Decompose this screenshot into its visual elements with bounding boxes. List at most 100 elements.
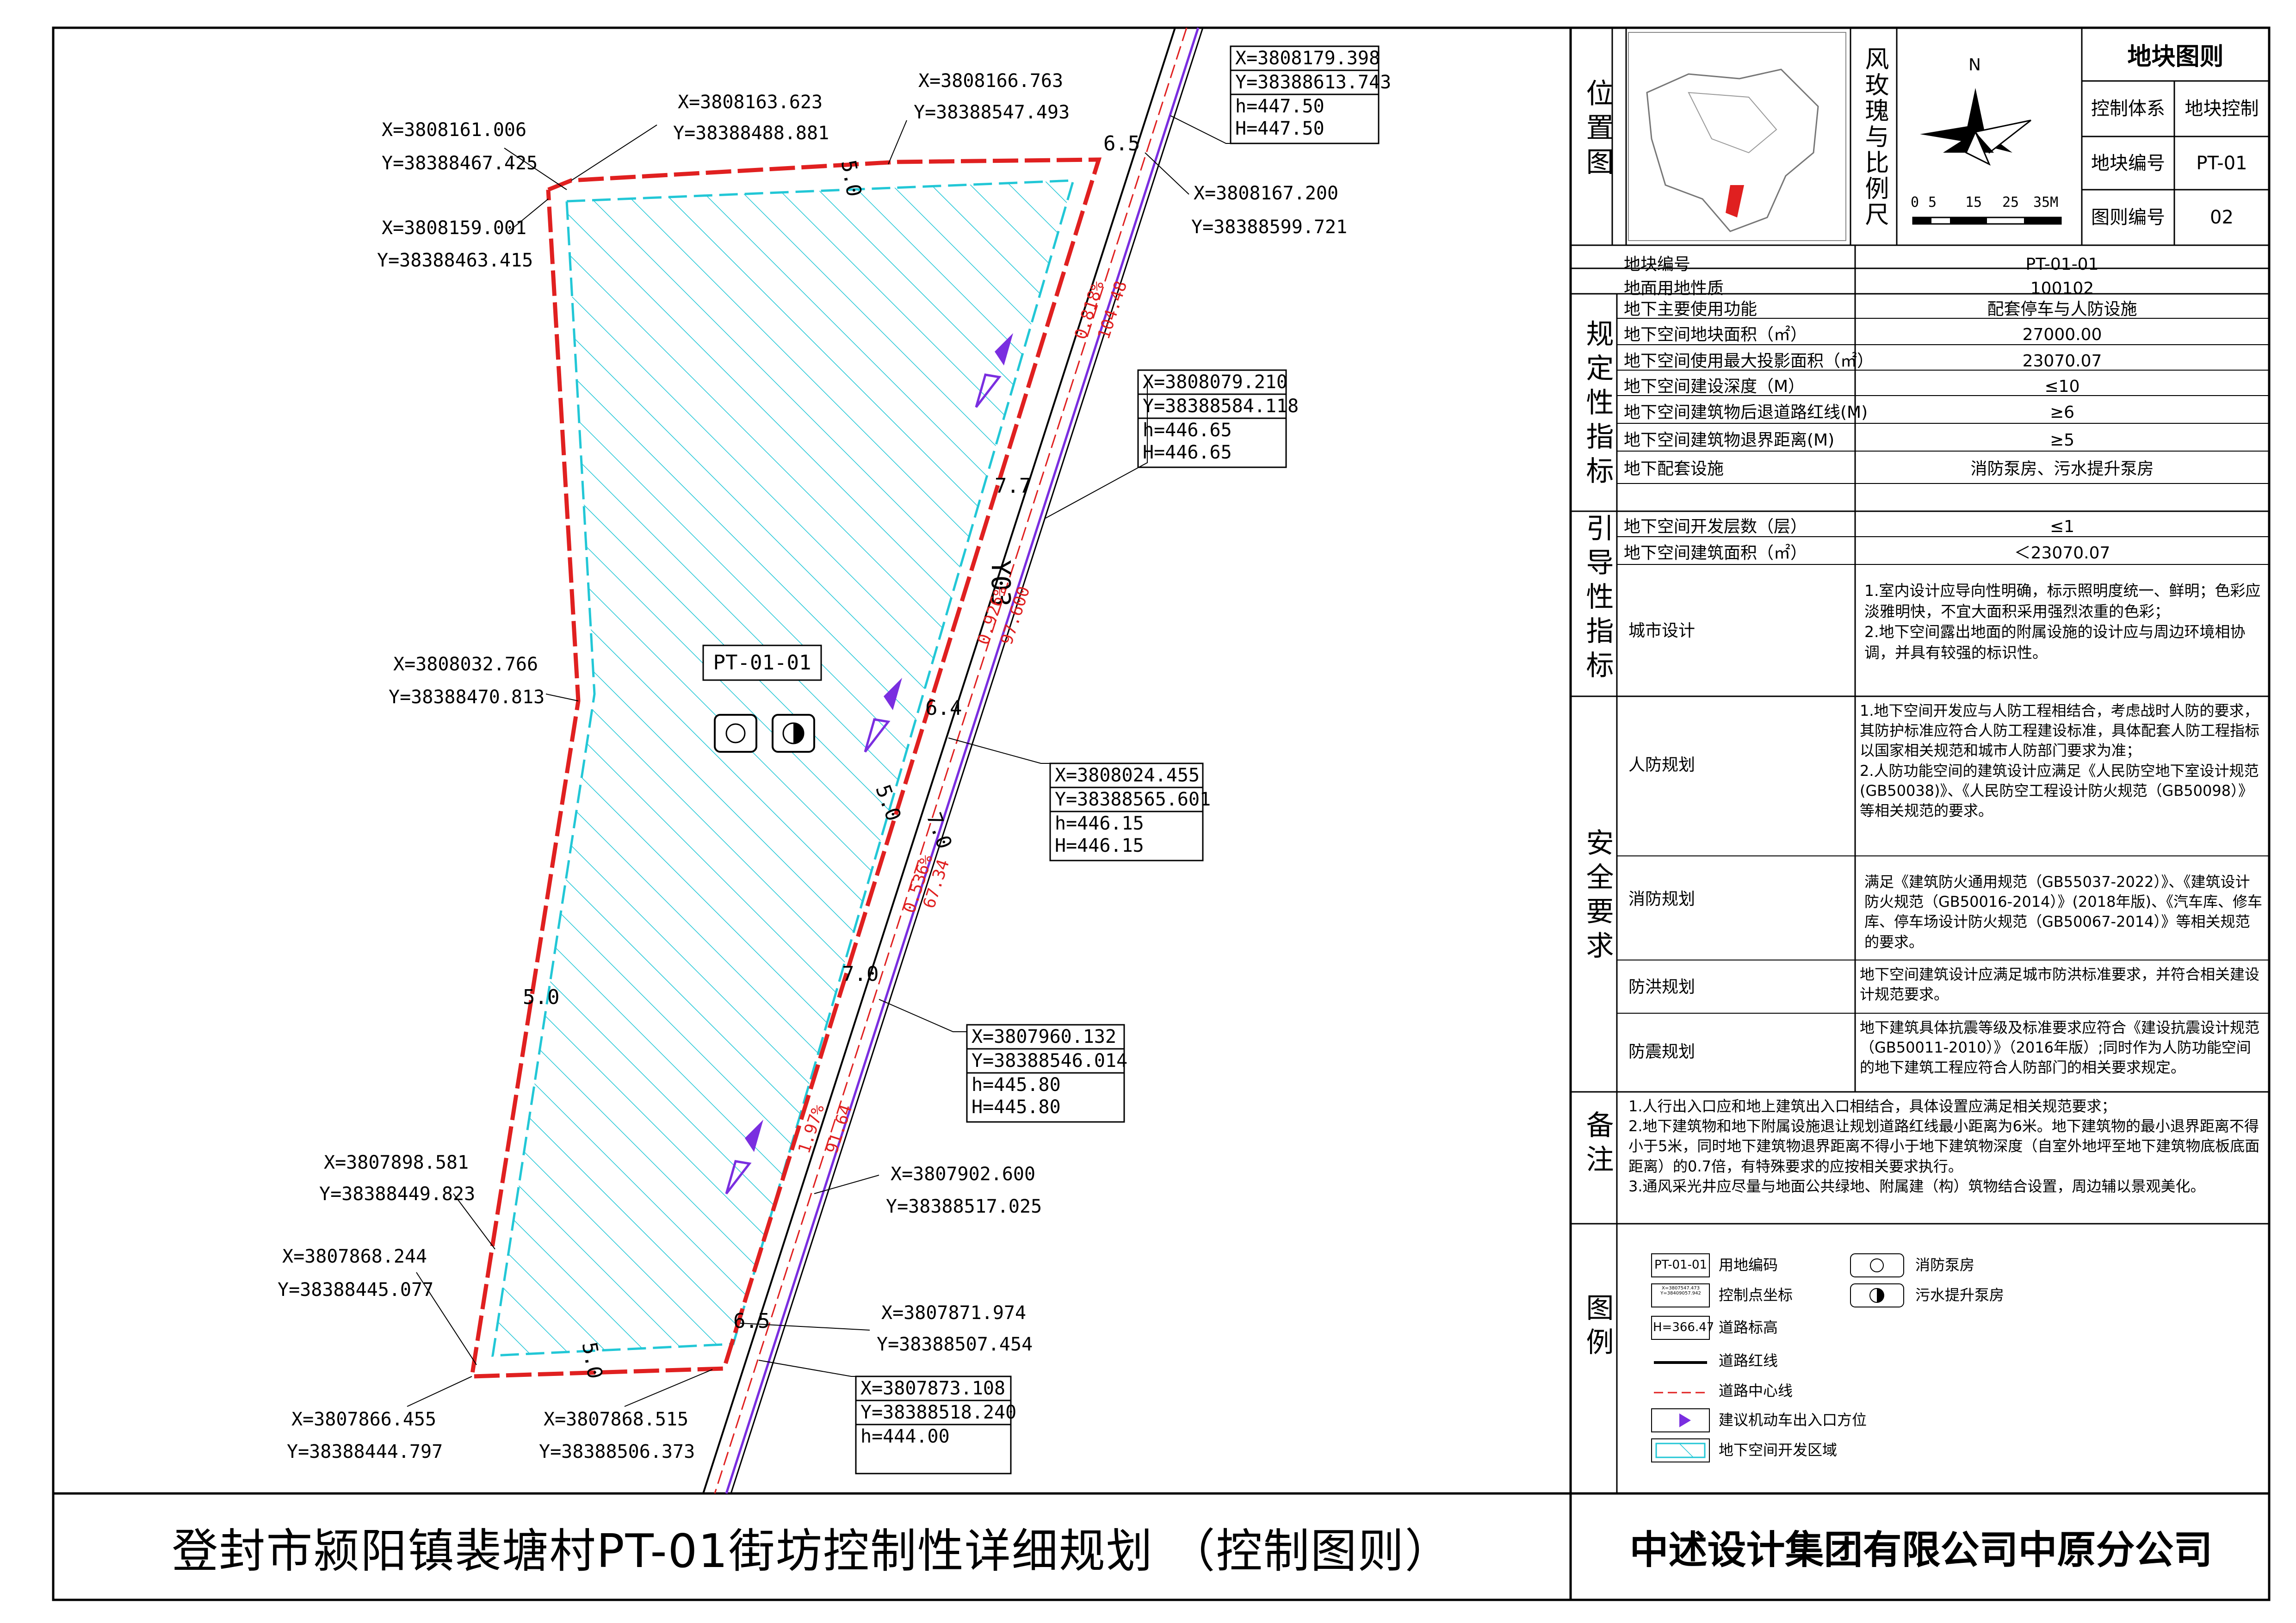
table-grid: [1571, 28, 2269, 1493]
scale-bar: [1912, 217, 2062, 225]
legend-text: 消防泵房: [1915, 1256, 1975, 1274]
safety-key: 防洪规划: [1628, 978, 1696, 997]
coord-x: X=3807898.581: [324, 1152, 469, 1173]
location-map: [1628, 32, 1846, 241]
safety-value: 地下空间建筑设计应满足城市防洪标准要求，并符合相关建设计规范要求。: [1860, 966, 2260, 1004]
safety-label: 安全要求: [1581, 828, 1614, 965]
legend-label: 图例: [1581, 1293, 1614, 1362]
legend-text: 道路中心线: [1719, 1382, 1793, 1400]
header-value: PT-01: [2196, 152, 2247, 174]
coord-x: X=3807868.244: [282, 1246, 427, 1267]
guide-key: 地下空间开发层数（层）: [1624, 517, 1807, 536]
box-x: X=3808079.210: [1143, 372, 1288, 393]
box-h: h=446.65: [1143, 420, 1232, 441]
underground-development-area: [491, 179, 1075, 1357]
header-value: 02: [2210, 207, 2234, 228]
legend-symbol: PT-01-01: [1654, 1258, 1708, 1272]
coord-y: Y=38388470.813: [389, 687, 545, 708]
box-y: Y=38388613.743: [1235, 72, 1392, 93]
north-label: N: [1968, 56, 1981, 74]
dim-label: 7.7: [995, 474, 1032, 498]
reg-key: 地下空间使用最大投影面积（㎡）: [1624, 352, 1874, 371]
coord-y: Y=38388599.721: [1191, 217, 1348, 238]
notes-text: 1.人行出入口应和地上建筑出入口相结合，具体设置应满足相关规范要求； 2.地下建…: [1628, 1097, 2260, 1195]
reg-value: ≥5: [2049, 431, 2075, 450]
outer-border: [52, 26, 2271, 1601]
box-H: H=446.65: [1143, 442, 1232, 463]
dim-label: 6.4: [925, 696, 962, 720]
regulatory-label: 规定性指标: [1581, 319, 1614, 490]
box-y: Y=38388565.601: [1055, 789, 1211, 810]
coord-y: Y=38388488.881: [673, 123, 829, 144]
reg-value: 23070.07: [2022, 352, 2102, 371]
city-design-text: 1.室内设计应导向性明确，标示照明度统一、鲜明；色彩应淡雅明快，不宜大面积采用强…: [1864, 582, 2261, 662]
scale-tick: 5: [1928, 194, 1937, 211]
guide-value: ≤1: [2049, 517, 2075, 536]
coord-x: X=3808163.623: [678, 92, 823, 113]
box-x: X=3807960.132: [972, 1026, 1117, 1047]
legend-symbols: [1651, 1253, 1904, 1462]
coord-y: Y=38388444.797: [287, 1441, 443, 1462]
coord-x: X=3807868.515: [544, 1409, 689, 1430]
dim-label: 5.0: [523, 985, 560, 1009]
legend-text: 地下空间开发区域: [1719, 1441, 1838, 1459]
road-label: Y03: [985, 560, 1015, 607]
box-x: X=3808024.455: [1055, 765, 1200, 786]
coord-y: Y=38388449.823: [319, 1183, 476, 1205]
legend-text: 道路标高: [1719, 1319, 1778, 1336]
coord-x: X=3807866.455: [291, 1409, 437, 1430]
basic-key: 地面用地性质: [1624, 279, 1724, 298]
scale-tick: 35M: [2033, 194, 2059, 211]
reg-value: ≤10: [2044, 377, 2080, 396]
reg-value: 27000.00: [2022, 325, 2102, 344]
coord-x: X=3808161.006: [382, 119, 527, 141]
reg-key: 地下空间建筑物后退道路红线(M): [1624, 403, 1868, 422]
scale-tick: 15: [1965, 194, 1982, 211]
box-h: h=447.50: [1235, 96, 1324, 117]
coord-x: X=3808032.766: [393, 654, 538, 675]
basic-value: 100102: [2030, 279, 2094, 298]
coord-x: X=3808166.763: [918, 70, 1064, 92]
city-design-label: 城市设计: [1628, 621, 1696, 640]
reg-key: 地下空间建筑物退界距离(M): [1624, 431, 1835, 450]
basic-value: PT-01-01: [2025, 255, 2099, 274]
legend-text: 用地编码: [1719, 1256, 1778, 1274]
legend-symbol: X=3807547.473 Y=38409057.942: [1660, 1286, 1701, 1296]
box-h: h=445.80: [972, 1074, 1061, 1096]
safety-value: 满足《建筑防火通用规范（GB55037-2022）》、《建筑设计防火规范（GB5…: [1864, 873, 2262, 951]
coord-y: Y=38388463.415: [377, 250, 533, 271]
reg-value: ≥6: [2049, 403, 2075, 422]
coord-y: Y=38388517.025: [886, 1196, 1042, 1217]
box-x: X=3808179.398: [1235, 48, 1380, 69]
coord-y: Y=38388467.425: [382, 153, 538, 174]
reg-key: 地下空间地块面积（㎡）: [1624, 325, 1807, 344]
reg-value: 配套停车与人防设施: [1987, 300, 2137, 319]
road-lines: [702, 27, 1204, 1494]
dim-label: 6.5: [1103, 132, 1140, 155]
box-h: h=444.00: [860, 1426, 950, 1447]
guide-key: 地下空间建筑面积（㎡）: [1624, 544, 1807, 563]
wind-rose-icon: [1920, 88, 2031, 166]
box-H: H=446.15: [1055, 835, 1144, 856]
header-value: 地块控制: [2185, 98, 2259, 119]
coord-y: Y=38388547.493: [914, 102, 1070, 123]
scale-tick: 0: [1911, 194, 1919, 211]
box-y: Y=38388584.118: [1143, 396, 1299, 417]
coordinate-box-frames: [855, 45, 1380, 1474]
box-h: h=446.15: [1055, 813, 1144, 834]
legend-symbol: H=366.47: [1653, 1320, 1714, 1334]
coord-x: X=3808167.200: [1194, 183, 1339, 204]
legend-text: 建议机动车出入口方位: [1719, 1411, 1867, 1429]
coord-y: Y=38388445.077: [278, 1279, 434, 1301]
coord-x: X=3807902.600: [891, 1164, 1036, 1185]
rules-title: 地块图则: [2127, 43, 2224, 71]
safety-value: 地下建筑具体抗震等级及标准要求应符合《建设抗震设计规范（GB50011-2010…: [1860, 1019, 2260, 1077]
dim-label: 7.0: [842, 962, 879, 986]
box-y: Y=38388546.014: [972, 1050, 1128, 1072]
safety-key: 防震规划: [1628, 1042, 1696, 1061]
notes-label: 备注: [1581, 1110, 1614, 1179]
guiding-label: 引导性指标: [1581, 514, 1614, 685]
dim-label: 6.5: [733, 1309, 770, 1333]
parcel-code-label: PT-01-01: [713, 651, 811, 675]
